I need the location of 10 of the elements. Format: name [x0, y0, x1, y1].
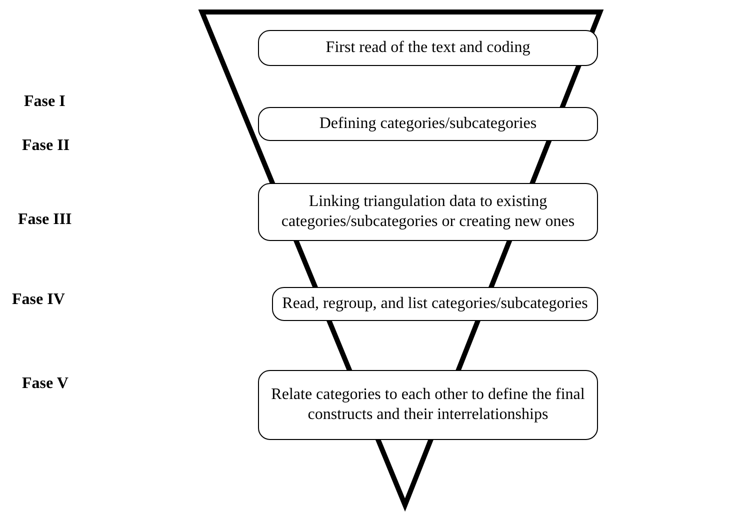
- step-text: Linking triangulation data to existing categories/subcategories or creating new ones: [280, 192, 576, 232]
- step-text: Defining categories/subcategories: [319, 114, 537, 134]
- phase-label: Fase IV: [12, 291, 65, 309]
- step-text: Relate categories to each other to define the final constructs and their interrelationships: [270, 385, 586, 425]
- phase-label: Fase II: [22, 137, 70, 155]
- step-text: Read, regroup, and list categories/subcategories: [282, 294, 588, 314]
- phase-label: Fase V: [22, 375, 68, 393]
- phase-label: Fase III: [18, 211, 72, 229]
- step-text: First read of the text and coding: [326, 38, 530, 58]
- phase-label: Fase I: [24, 93, 66, 111]
